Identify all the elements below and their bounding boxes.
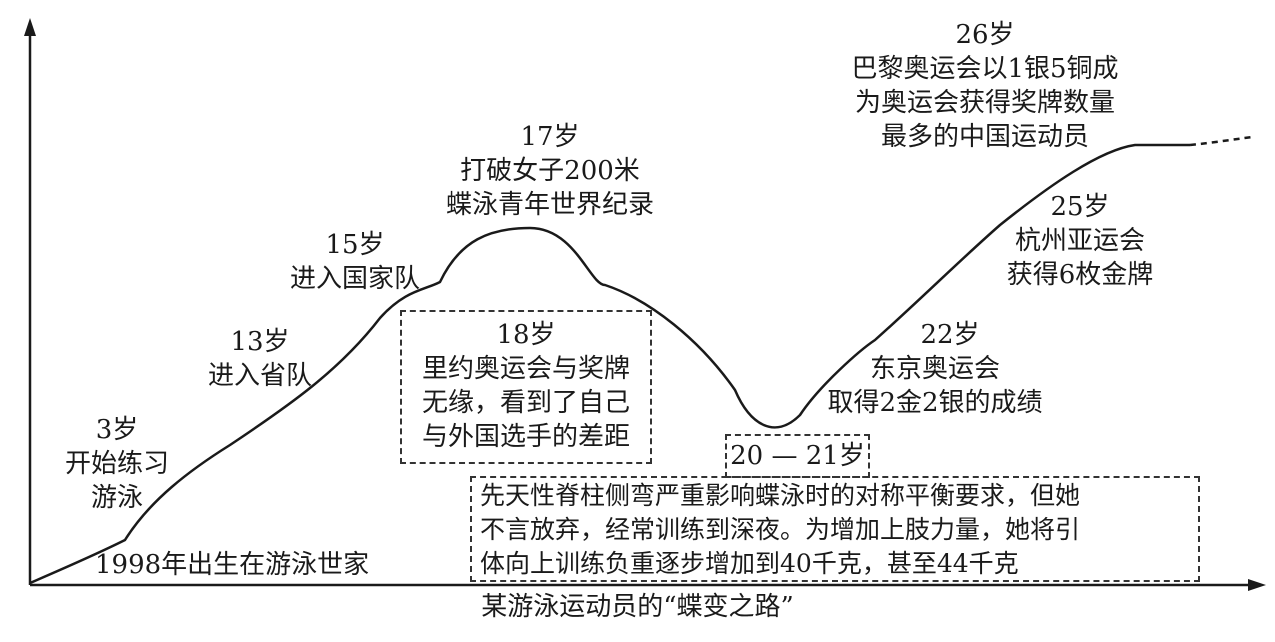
- annotation-line: 18岁: [496, 320, 556, 350]
- annotation-line: 无缘，看到了自己: [421, 388, 630, 418]
- annotation-age-13: 13岁 进入省队: [190, 325, 330, 393]
- annotation-line: 进入国家队: [289, 264, 420, 294]
- annotation-line: 里约奥运会与奖牌: [421, 354, 630, 384]
- annotation-line: 打破女子200米: [460, 156, 640, 186]
- annotation-line: 13岁: [230, 327, 290, 357]
- annotation-age-18-box: 18岁 里约奥运会与奖牌 无缘，看到了自己 与外国选手的差距: [400, 310, 652, 464]
- annotation-age-15: 15岁 进入国家队: [275, 228, 435, 296]
- annotation-line: 取得2金2银的成绩: [827, 388, 1043, 418]
- annotation-line: 1998年出生在游泳世家: [95, 550, 370, 580]
- annotation-line: 体向上训练负重逐步增加到40千克，甚至44千克: [480, 549, 1019, 578]
- annotation-age-3: 3岁 开始练习 游泳: [52, 413, 182, 515]
- annotation-age-22: 22岁 东京奥运会 取得2金2银的成绩: [810, 318, 1060, 420]
- annotation-line: 17岁: [520, 122, 580, 152]
- annotation-line: 开始练习: [64, 449, 169, 479]
- x-axis-arrow: [1248, 579, 1266, 591]
- annotation-line: 杭州亚运会: [1014, 226, 1145, 256]
- annotation-line: 22岁: [920, 320, 980, 350]
- annotation-line: 20 — 21岁: [730, 441, 865, 471]
- annotation-line: 巴黎奥运会以1银5铜成: [851, 54, 1119, 84]
- annotation-age-25: 25岁 杭州亚运会 获得6枚金牌: [990, 190, 1170, 292]
- annotation-line: 15岁: [325, 230, 385, 260]
- annotation-line: 进入省队: [207, 361, 312, 391]
- annotation-line: 不言放弃，经常训练到深夜。为增加上肢力量，她将引: [480, 515, 1081, 544]
- annotation-birth: 1998年出生在游泳世家: [95, 548, 369, 582]
- annotation-line: 为奥运会获得奖牌数量: [854, 88, 1115, 118]
- annotation-age-20-21-detail-box: 先天性脊柱侧弯严重影响蝶泳时的对称平衡要求，但她 不言放弃，经常训练到深夜。为增…: [470, 476, 1200, 582]
- annotation-age-17: 17岁 打破女子200米 蝶泳青年世界纪录: [415, 120, 685, 222]
- figure-caption: 某游泳运动员的“蝶变之路”: [481, 592, 794, 622]
- annotation-line: 最多的中国运动员: [880, 122, 1089, 152]
- annotation-age-20-21-box: 20 — 21岁: [725, 434, 870, 478]
- annotation-line: 获得6枚金牌: [1006, 260, 1154, 290]
- growth-curve: [29, 143, 1190, 585]
- axes: [24, 18, 1266, 591]
- y-axis-arrow: [24, 18, 36, 36]
- annotation-line: 东京奥运会: [869, 354, 1000, 384]
- annotation-age-26: 26岁 巴黎奥运会以1银5铜成 为奥运会获得奖牌数量 最多的中国运动员: [835, 18, 1135, 154]
- annotation-line: 游泳: [90, 483, 143, 513]
- annotation-line: 3岁: [95, 415, 139, 445]
- annotation-line: 先天性脊柱侧弯严重影响蝶泳时的对称平衡要求，但她: [480, 481, 1081, 510]
- annotation-line: 25岁: [1050, 192, 1110, 222]
- annotation-line: 蝶泳青年世界纪录: [445, 190, 654, 220]
- annotation-line: 与外国选手的差距: [421, 422, 630, 452]
- growth-curve-extension: [1189, 135, 1253, 147]
- annotation-line: 26岁: [955, 20, 1015, 50]
